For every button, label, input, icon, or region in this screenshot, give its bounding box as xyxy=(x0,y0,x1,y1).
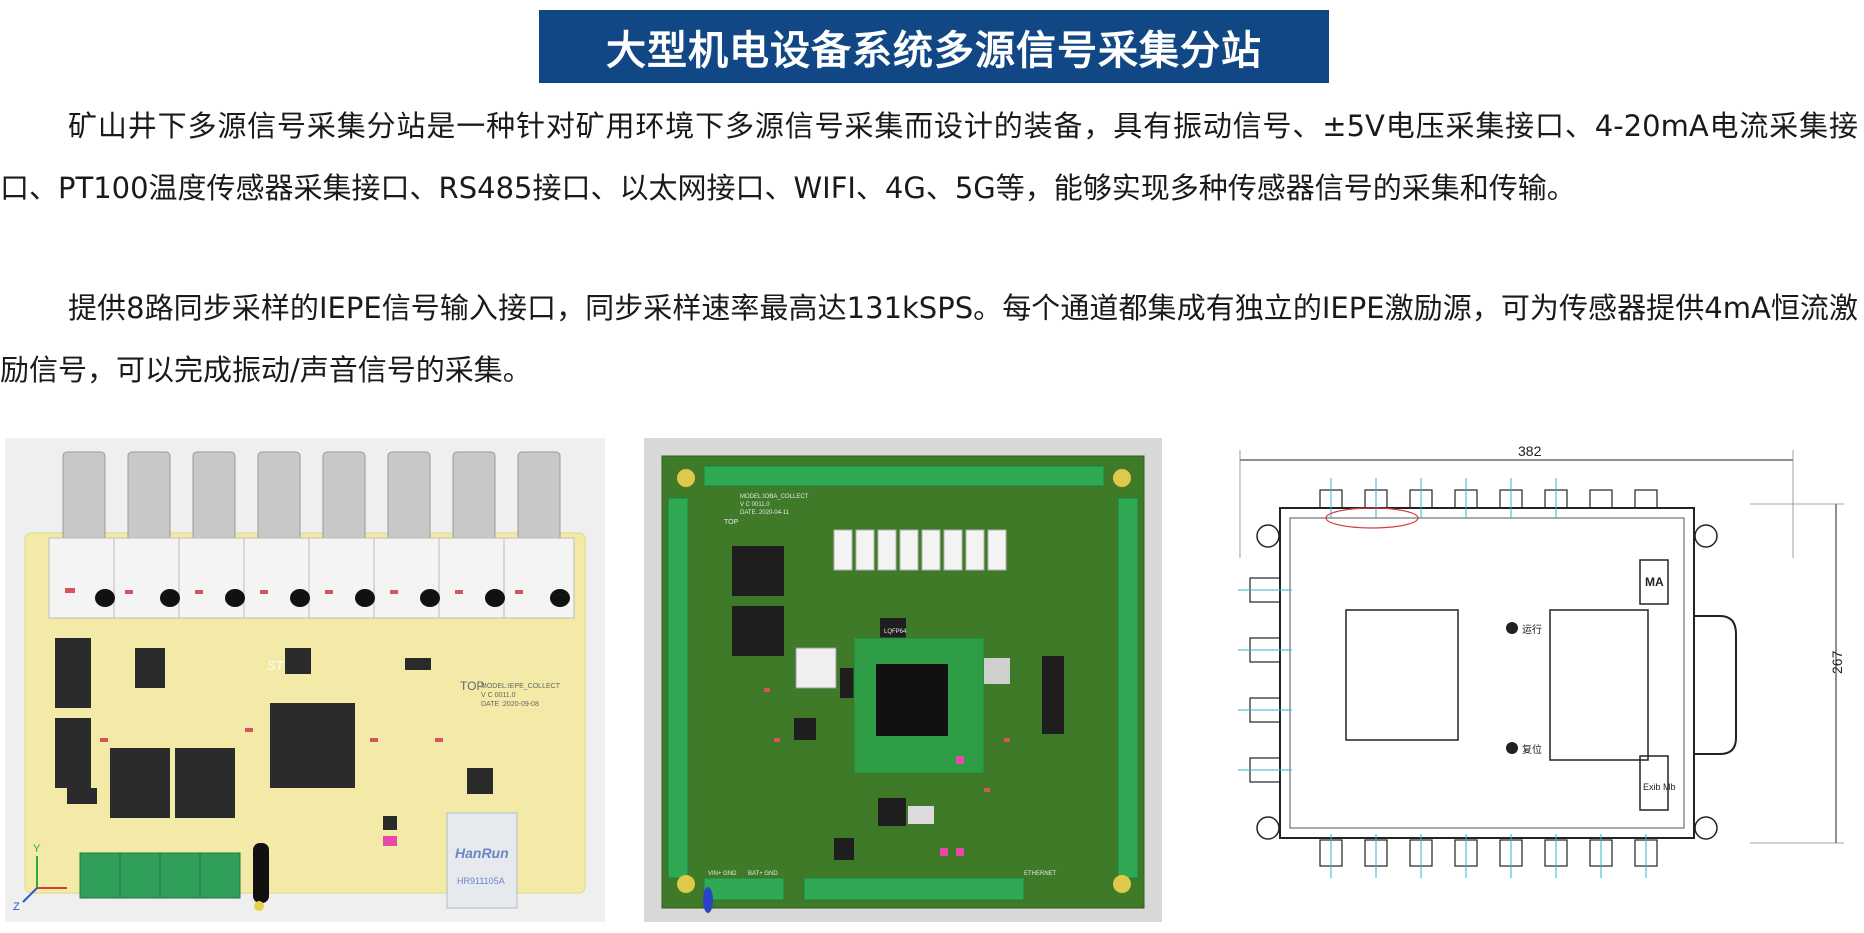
silk-version: V C 0011.0 xyxy=(481,692,516,699)
silk-date: DATE: 2020-04-11 xyxy=(740,510,790,516)
highlight-ellipse xyxy=(1325,507,1419,529)
iepe-paragraph: 提供8路同步采样的IEPE信号输入接口，同步采样速率最高达131kSPS。每个通… xyxy=(0,291,1858,387)
silk-top-label: TOP xyxy=(724,519,739,526)
enclosure-body xyxy=(1279,507,1695,839)
enclosure-drawing: 382 267 MA Exib Mb 运行 复位 xyxy=(1230,438,1864,888)
vin-label: VIN+ GND xyxy=(708,871,737,877)
silk-top-label: TOP xyxy=(460,679,484,693)
ethernet-label: ETHERNET xyxy=(1024,871,1057,877)
terminal-blocks xyxy=(79,852,241,899)
silk-model: MODEL:IEPE_COLLECT xyxy=(481,683,561,690)
ma-plate-label: MA xyxy=(1645,575,1664,589)
axis-z-label: Z xyxy=(13,901,20,913)
st-logo: ST xyxy=(267,658,285,673)
silk-version: V C 0011.0 xyxy=(740,502,770,508)
exib-plate-label: Exib Mb xyxy=(1643,782,1676,792)
sd-card-slot xyxy=(795,647,837,689)
silk-model: MODEL:IOBA_COLLECT xyxy=(740,494,809,500)
page-title: 大型机电设备系统多源信号采集分站 xyxy=(539,10,1329,83)
rj45-brand: HanRun xyxy=(455,845,509,861)
iepe-board-image: ST TOP MODEL:IEPE_COLLECT V C 0011.0 DAT… xyxy=(5,438,605,922)
rj45-connector xyxy=(446,812,518,909)
power-plug xyxy=(703,887,713,913)
lqfp-chip-label: LQFP64 xyxy=(884,629,907,635)
bnc-connectors xyxy=(48,451,575,619)
io-board-image: LQFP64 MODEL:IOBA_COLLECT V C 0011.0 DAT… xyxy=(644,438,1162,922)
antenna xyxy=(253,843,269,903)
rj45-model: HR911105A xyxy=(457,876,505,886)
axis-y-label: Y xyxy=(33,843,41,855)
led-label-reset: 复位 xyxy=(1522,743,1542,756)
dim-height-label: 267 xyxy=(1829,650,1845,674)
silk-date: DATE :2020-09-08 xyxy=(481,701,539,708)
intro-paragraph: 矿山井下多源信号采集分站是一种针对矿用环境下多源信号采集而设计的装备，具有振动信… xyxy=(0,109,1858,205)
bat-label: BAT+ GND xyxy=(748,871,778,877)
led-label-run: 运行 xyxy=(1522,623,1542,636)
dim-width-label: 382 xyxy=(1518,443,1542,459)
